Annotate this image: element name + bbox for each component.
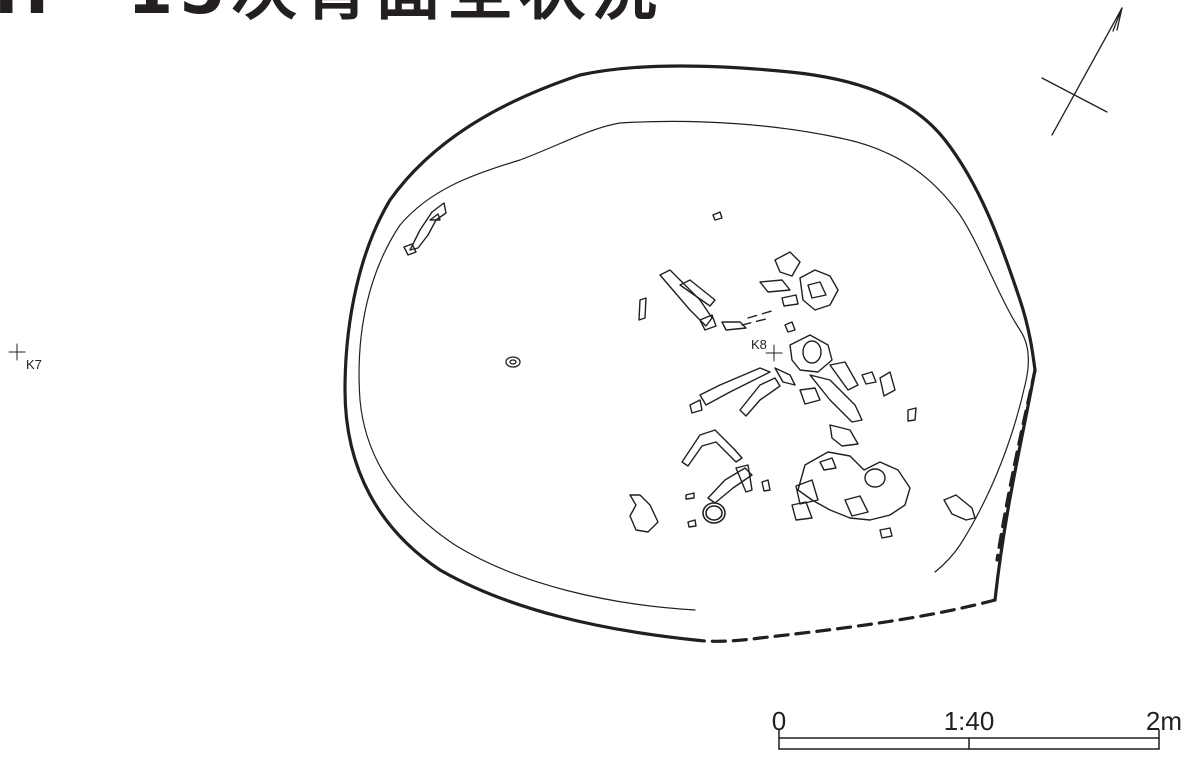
small-stone [505, 356, 521, 368]
grid-point-k7 [8, 343, 26, 361]
scale-end-label: 2m [1146, 706, 1182, 736]
pit-outer-outline [343, 64, 1037, 642]
pit-outer-outline-dashed-east [995, 368, 1037, 562]
grid-point-k8 [765, 344, 783, 362]
bone-cluster-southeast [791, 451, 911, 539]
ring-artifact [702, 502, 726, 524]
drawing-title: H―15次青面全状況 [0, 0, 663, 24]
bone-fragments-southwest [629, 429, 771, 533]
north-arrow [1041, 7, 1123, 136]
bone-cluster-central [689, 334, 917, 447]
scale-bar [778, 729, 1160, 750]
scale-start-label: 0 [772, 706, 786, 736]
artifact-cluster-west [403, 202, 447, 256]
pit-outer-outline-dashed [693, 598, 997, 643]
bone-cluster-northeast [759, 251, 839, 333]
stone-east [943, 494, 976, 521]
pit-inner-outline [358, 120, 1029, 611]
grid-label-k7: K7 [26, 357, 42, 372]
grid-label-k8: K8 [751, 337, 767, 352]
scale-ratio-label: 1:40 [944, 706, 995, 736]
bone-fragments-north [638, 211, 776, 331]
